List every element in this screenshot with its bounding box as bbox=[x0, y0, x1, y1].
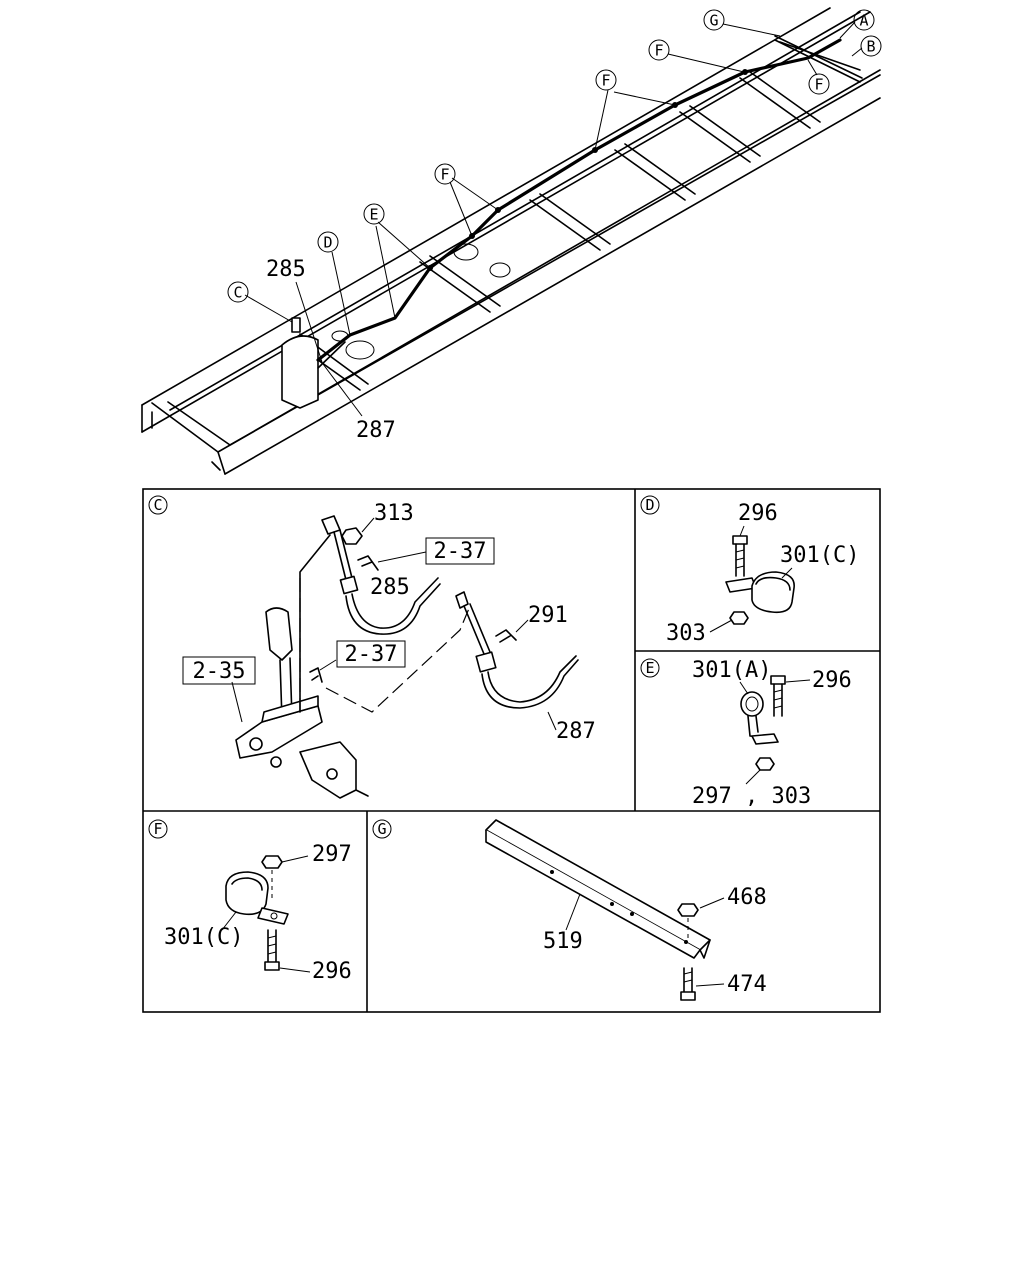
detail-grid bbox=[142, 488, 881, 1013]
part-label-303-d: 303 bbox=[666, 621, 706, 646]
callout-c: C bbox=[227, 281, 249, 303]
panel-c: C bbox=[148, 495, 596, 799]
panel-e-letter: E bbox=[645, 659, 654, 677]
part-label-287-detail: 287 bbox=[556, 719, 596, 744]
part-label-474: 474 bbox=[727, 972, 767, 997]
ref-2-37-upper: 2-37 bbox=[434, 539, 487, 564]
ref-box-2-35 bbox=[182, 656, 256, 685]
panel-e: E 301(A) 296 297 , 303 bbox=[640, 658, 852, 809]
callout-b: B bbox=[860, 35, 882, 57]
panel-g-letter: G bbox=[377, 820, 386, 838]
svg-text:F: F bbox=[814, 76, 823, 94]
part-label-313: 313 bbox=[374, 501, 414, 526]
part-label-301c-d: 301(C) bbox=[780, 543, 859, 568]
panel-f: F 297 301(C) 296 bbox=[148, 819, 352, 984]
callout-f-2: F bbox=[808, 73, 830, 95]
callout-g: G bbox=[703, 9, 725, 31]
overview-leaders bbox=[244, 21, 863, 417]
part-label-301a-e: 301(A) bbox=[692, 658, 771, 683]
part-label-297-303-e: 297 , 303 bbox=[692, 784, 811, 809]
chassis-frame-drawing bbox=[141, 7, 881, 475]
ref-box-2-37-lower bbox=[336, 640, 406, 668]
svg-text:E: E bbox=[369, 206, 378, 224]
part-label-291: 291 bbox=[528, 603, 568, 628]
panel-g: G 468 519 474 bbox=[372, 819, 767, 1001]
ref-2-35: 2-35 bbox=[193, 659, 246, 684]
part-label-468: 468 bbox=[727, 885, 767, 910]
svg-text:B: B bbox=[866, 38, 875, 56]
ref-box-2-37-upper bbox=[425, 537, 495, 565]
part-label-296-f: 296 bbox=[312, 959, 352, 984]
svg-text:F: F bbox=[601, 72, 610, 90]
callout-f-1: F bbox=[648, 39, 670, 61]
part-label-285: 285 bbox=[266, 257, 306, 282]
part-label-287: 287 bbox=[356, 418, 396, 443]
callout-a: A bbox=[853, 9, 875, 31]
panel-d: D 296 301(C) 303 bbox=[640, 495, 859, 646]
svg-text:G: G bbox=[709, 12, 718, 30]
callout-e: E bbox=[363, 203, 385, 225]
panel-f-letter: F bbox=[153, 820, 162, 838]
part-label-301c-f: 301(C) bbox=[164, 925, 243, 950]
part-label-519: 519 bbox=[543, 929, 583, 954]
svg-text:D: D bbox=[323, 234, 332, 252]
svg-text:F: F bbox=[440, 166, 449, 184]
panel-d-letter: D bbox=[645, 496, 654, 514]
svg-text:F: F bbox=[654, 42, 663, 60]
callout-f-4: F bbox=[434, 163, 456, 185]
panel-c-letter: C bbox=[153, 496, 162, 514]
part-label-296-e: 296 bbox=[812, 668, 852, 693]
part-label-285-detail: 285 bbox=[370, 575, 410, 600]
callout-f-3: F bbox=[595, 69, 617, 91]
svg-text:A: A bbox=[859, 12, 868, 30]
callout-d: D bbox=[317, 231, 339, 253]
svg-text:C: C bbox=[233, 284, 242, 302]
part-label-297-f: 297 bbox=[312, 842, 352, 867]
part-label-296-d: 296 bbox=[738, 501, 778, 526]
ref-2-37-lower: 2-37 bbox=[345, 642, 398, 667]
